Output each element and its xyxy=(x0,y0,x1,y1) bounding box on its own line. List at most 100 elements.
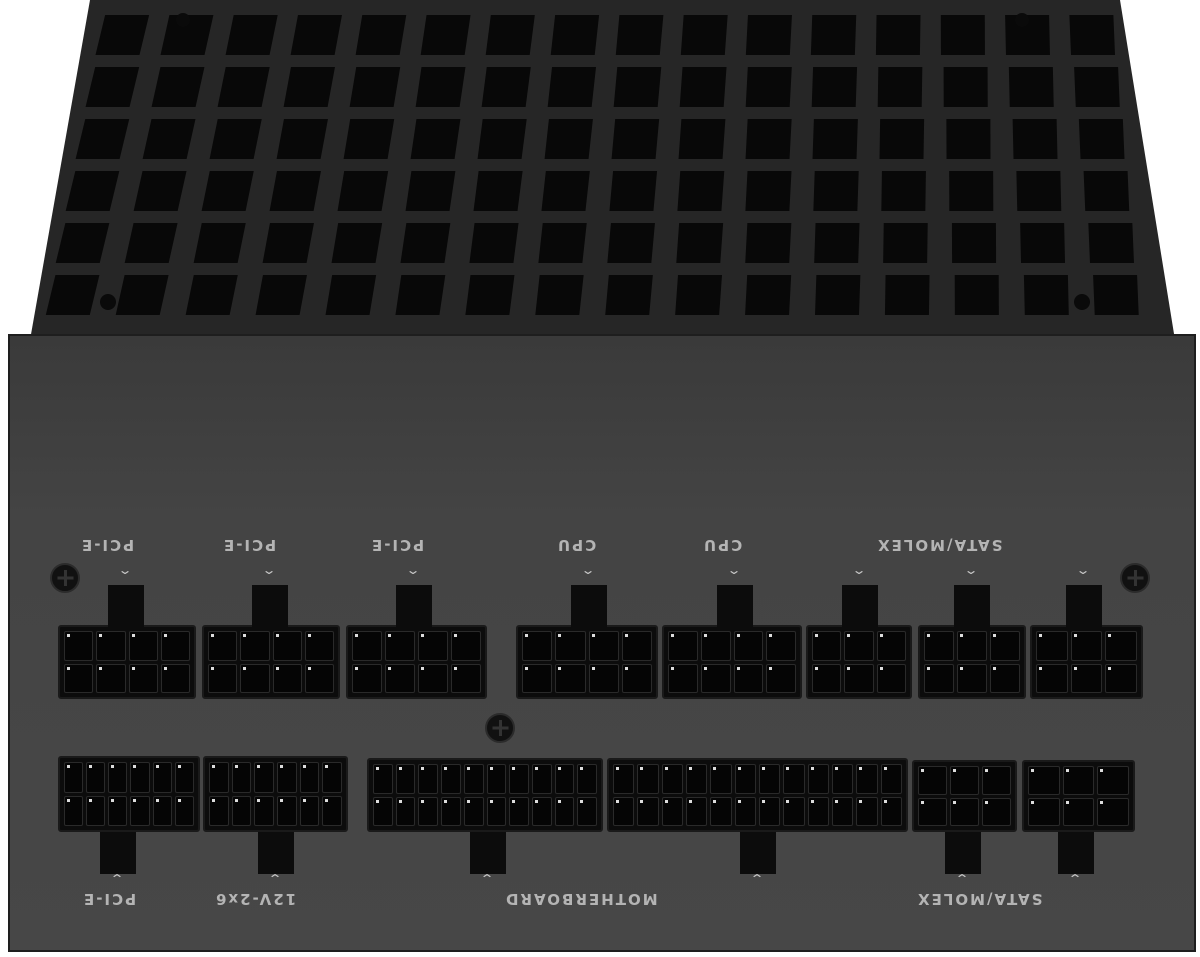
connector-pin xyxy=(710,764,732,794)
screw-icon xyxy=(1120,563,1150,593)
vent-slot xyxy=(1016,171,1062,211)
connector-pin xyxy=(385,663,415,693)
connector-pin xyxy=(982,766,1011,795)
vent-slot xyxy=(544,119,593,159)
connector-pin xyxy=(86,762,106,793)
arrow-icon: ⌃ xyxy=(109,872,125,886)
screw-icon xyxy=(485,713,515,743)
pci-e-connector xyxy=(346,625,487,699)
vent-slot xyxy=(469,223,519,263)
vent-slot xyxy=(745,171,792,211)
connector-pin xyxy=(240,663,270,693)
vent-slot xyxy=(881,171,926,211)
pci-e-connector xyxy=(58,625,196,699)
arrow-icon: ⌃ xyxy=(479,872,495,886)
connector-pin xyxy=(208,631,238,661)
vent-slot xyxy=(613,67,662,107)
corner-screw-icon xyxy=(176,13,190,27)
vent-slot xyxy=(473,171,523,211)
connector-latch xyxy=(470,832,506,874)
vent-slot xyxy=(133,171,187,211)
connector-pin xyxy=(352,631,382,661)
vent-slot xyxy=(611,119,660,159)
connector-pin xyxy=(463,764,484,794)
vent-slot xyxy=(355,15,407,55)
vent-slot xyxy=(607,223,655,263)
vent-slot xyxy=(550,15,600,55)
vent-slot xyxy=(337,171,389,211)
vent-slot xyxy=(535,275,584,315)
connector-pin xyxy=(734,764,756,794)
connector-pin xyxy=(733,631,764,661)
connector-pin xyxy=(373,764,393,794)
vent-slot xyxy=(810,15,857,55)
connector-pin xyxy=(832,796,854,826)
connector-pin xyxy=(1105,663,1137,693)
label-motherboard: MOTHERBOARD xyxy=(504,890,658,908)
label-cpu-1: CPU xyxy=(556,536,597,554)
connector-pin xyxy=(174,795,194,826)
connector-pin xyxy=(918,766,947,795)
vent-slot xyxy=(276,119,328,159)
connector-pin xyxy=(209,762,229,793)
vent-slot xyxy=(1012,119,1058,159)
connector-pin xyxy=(924,663,954,693)
cpu-connector xyxy=(516,625,658,699)
vent-slot xyxy=(879,119,925,159)
arrow-icon: ⌄ xyxy=(580,563,596,577)
vent-slot xyxy=(1074,67,1120,107)
connector-pin xyxy=(231,762,252,793)
vent-slot xyxy=(884,275,930,315)
connector-pin xyxy=(418,764,439,794)
connector-pin xyxy=(686,764,708,794)
connector-pin xyxy=(130,762,150,793)
connector-pin xyxy=(661,764,683,794)
connector-pin xyxy=(96,663,126,693)
arrow-icon: ⌃ xyxy=(749,872,765,886)
connector-pin xyxy=(990,663,1020,693)
arrow-icon: ⌄ xyxy=(117,563,133,577)
arrow-icon: ⌄ xyxy=(405,563,421,577)
connector-pin xyxy=(299,795,320,826)
connector-pin xyxy=(254,795,274,826)
connector-pin xyxy=(1028,797,1060,826)
connector-pin xyxy=(554,796,575,826)
vent-slot xyxy=(745,67,792,107)
label-12v-2x6: 12V-2x6 xyxy=(214,890,297,908)
connector-pin xyxy=(522,631,553,661)
label-pci-e-bottom: PCI-E xyxy=(82,890,137,908)
vent-slot xyxy=(677,171,725,211)
corner-screw-icon xyxy=(1074,294,1090,310)
vent-slot xyxy=(943,67,988,107)
connector-pin xyxy=(588,663,619,693)
vent-slot xyxy=(269,171,321,211)
connector-latch xyxy=(1058,832,1094,874)
connector-pin xyxy=(208,663,238,693)
connector-pin xyxy=(96,631,126,661)
vent-slot xyxy=(185,275,238,315)
motherboard-connector xyxy=(607,758,908,832)
connector-pin xyxy=(710,796,732,826)
vent-slot xyxy=(420,15,471,55)
vent-slot xyxy=(481,67,531,107)
connector-pin xyxy=(621,663,652,693)
vent-slot xyxy=(1083,171,1130,211)
connector-pin xyxy=(86,795,106,826)
connector-pin xyxy=(957,631,987,661)
connector-pin xyxy=(276,795,297,826)
vent-slot xyxy=(225,15,278,55)
connector-pin xyxy=(64,663,94,693)
connector-pin xyxy=(577,764,597,794)
connector-pin xyxy=(856,796,878,826)
arrow-icon: ⌄ xyxy=(851,563,867,577)
connector-pin xyxy=(1097,766,1129,795)
connector-pin xyxy=(64,795,84,826)
connector-pin xyxy=(621,631,652,661)
vent-slot xyxy=(949,171,994,211)
connector-pin xyxy=(924,631,954,661)
vent-slot xyxy=(115,275,169,315)
connector-pin xyxy=(856,764,878,794)
connector-pin xyxy=(304,631,334,661)
connector-pin xyxy=(766,631,796,661)
cpu-connector xyxy=(662,625,802,699)
